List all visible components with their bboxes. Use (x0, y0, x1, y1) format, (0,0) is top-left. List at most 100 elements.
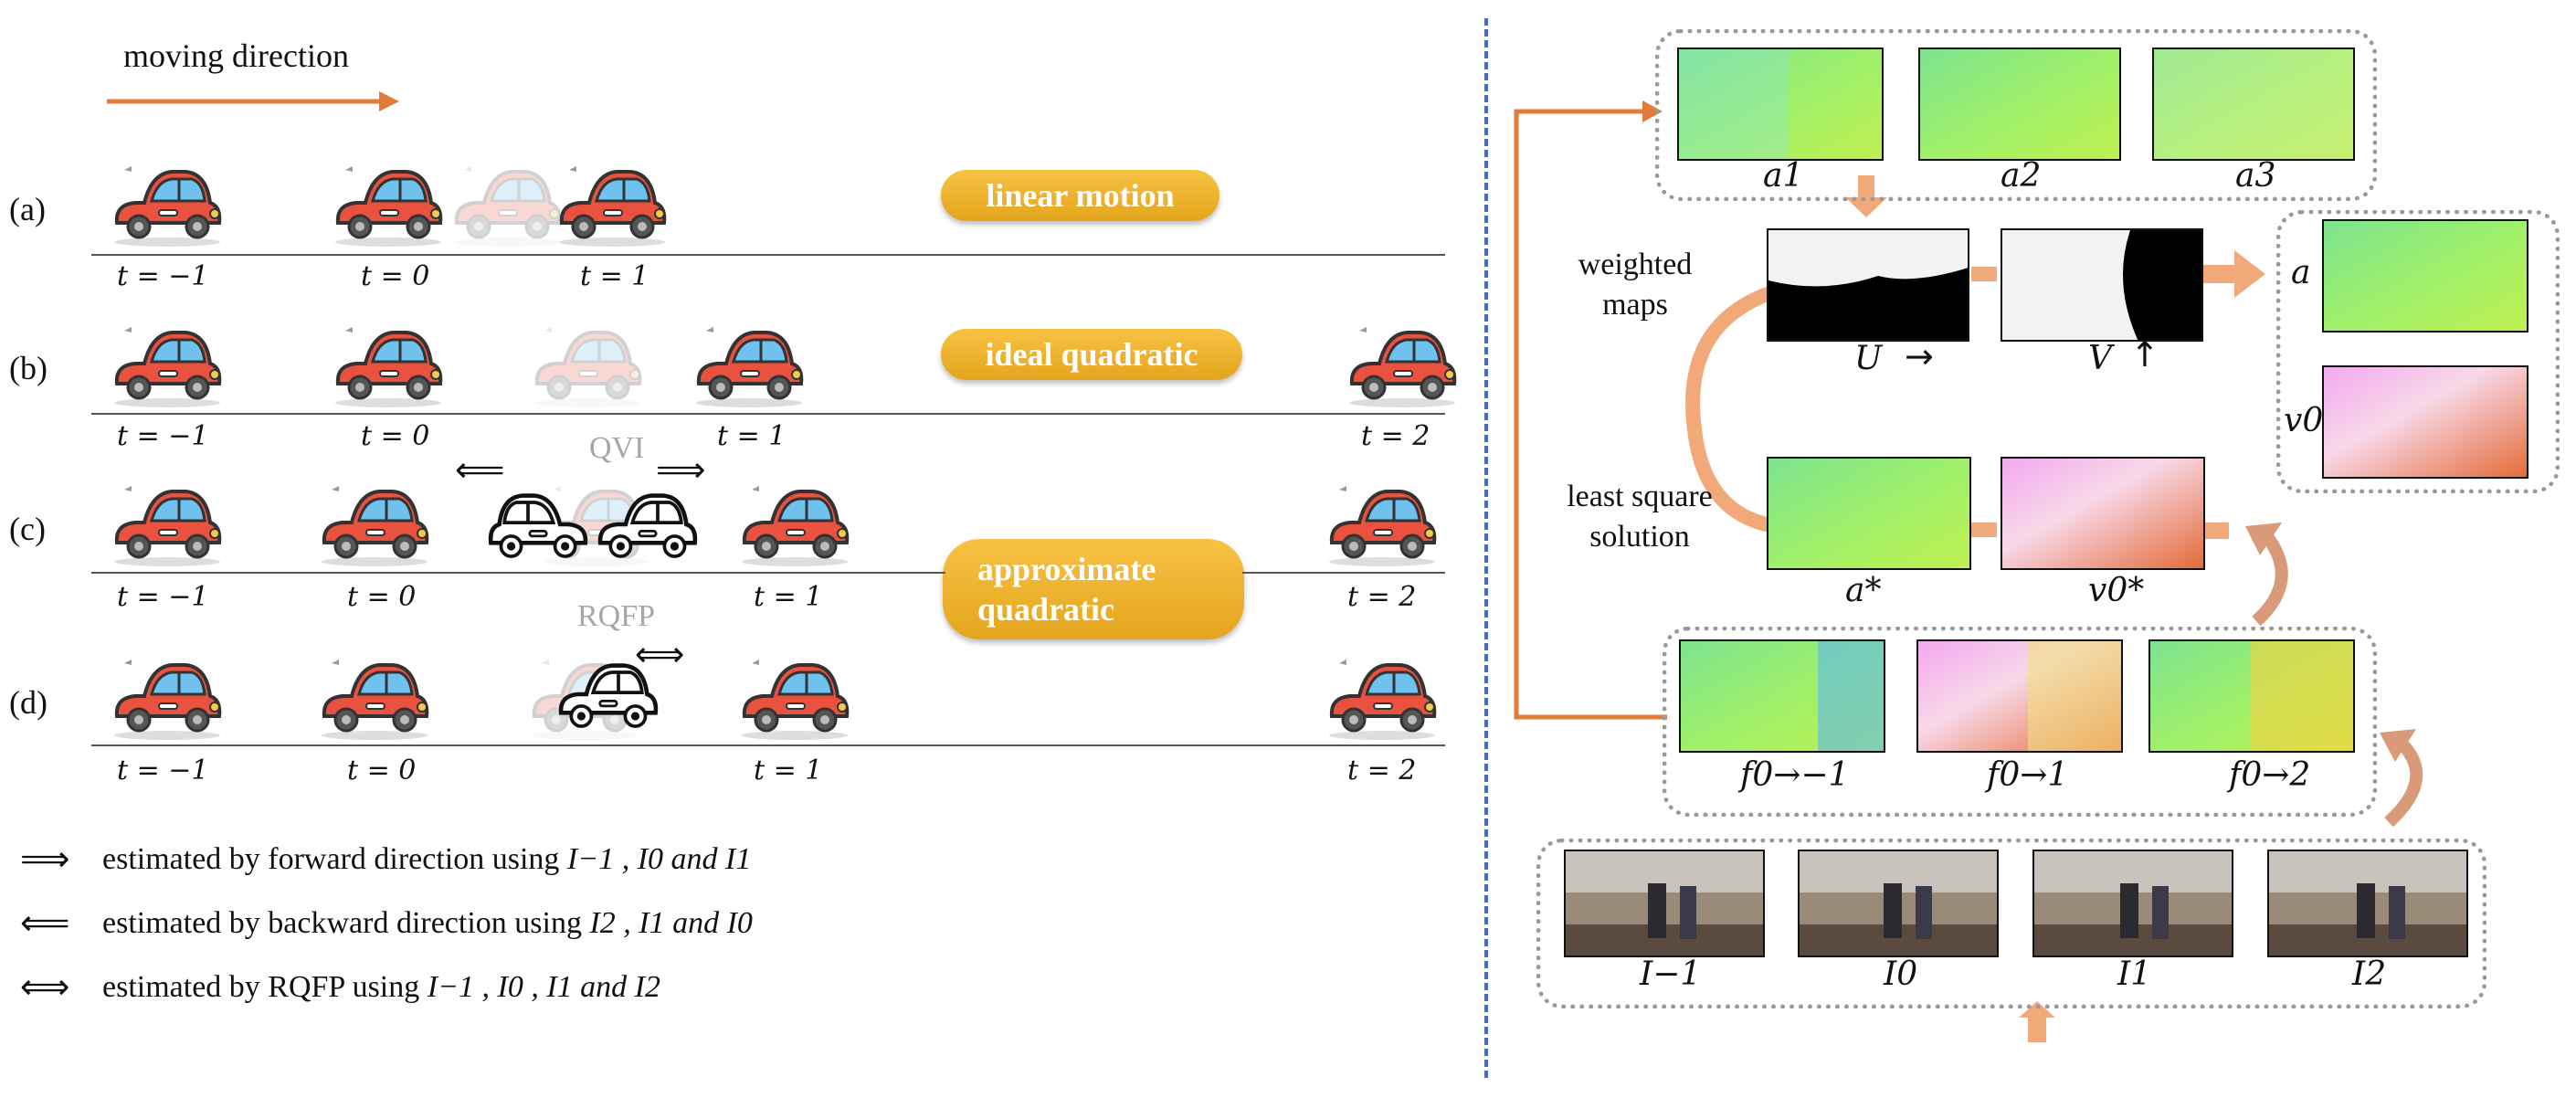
pill-line: quadratic (977, 591, 1115, 628)
car-icon (329, 157, 448, 248)
legend-text: estimated by backward direction using (102, 906, 582, 940)
caption-I0: I0 (1884, 955, 1918, 993)
flow-thumbnail (1677, 48, 1884, 161)
ghost-car-icon (528, 318, 647, 409)
time-label: t = 1 (717, 420, 787, 452)
car-icon (108, 318, 227, 409)
flow-thumbnail (2322, 365, 2528, 479)
car-icon (553, 157, 671, 248)
time-label: t = 2 (1361, 420, 1431, 452)
car-icon (1323, 477, 1441, 568)
flow-thumbnail (1918, 48, 2121, 161)
time-label: t = 0 (347, 581, 417, 613)
caption-v: V (2088, 340, 2112, 377)
car-icon (690, 318, 808, 409)
time-label: t = 1 (754, 755, 823, 787)
caption-f0-m1: f0→−1 (1740, 756, 1850, 794)
row-a-label: (a) (9, 191, 46, 227)
caption-I2: I2 (2352, 955, 2387, 993)
car-icon (315, 650, 434, 742)
flow-thumbnail (2152, 48, 2355, 161)
time-label: t = 2 (1347, 755, 1417, 787)
rqfp-tag: RQFP (577, 599, 656, 633)
car-icon (108, 477, 227, 568)
divider (91, 572, 945, 574)
time-label: t = −1 (117, 581, 209, 613)
backward-arrow-icon: ⟸ (455, 449, 505, 490)
frame-thumbnail (2032, 850, 2233, 957)
weight-map-u (1767, 228, 1969, 342)
pill-approximate-quadratic: approximate quadratic (943, 539, 1244, 639)
pill-linear-motion: linear motion (941, 170, 1219, 221)
connector-arrows (1514, 100, 2423, 1042)
time-label: t = 1 (754, 581, 823, 613)
forward-car-icon (592, 480, 702, 568)
row-b-label: (b) (9, 350, 48, 386)
caption-I-m1: I−1 (1640, 955, 1702, 993)
time-label: t = 0 (347, 755, 417, 787)
legend-item: estimated by forward direction using I−1… (102, 842, 751, 877)
caption-a3: a3 (2235, 157, 2276, 195)
car-icon (1323, 650, 1441, 742)
time-label: t = −1 (117, 260, 209, 292)
divider (1242, 572, 1445, 574)
arrow-up-icon: ↑ (2130, 334, 2159, 375)
legend-text: estimated by forward direction using (102, 842, 560, 876)
weight-map-v (2001, 228, 2203, 342)
caption-f0-2: f0→2 (2229, 756, 2311, 794)
time-label: t = 0 (361, 420, 430, 452)
time-label: t = 0 (361, 260, 430, 292)
flow-thumbnail (2322, 219, 2528, 333)
flow-thumbnail (2148, 639, 2355, 753)
legend-text: estimated by RQFP using (102, 970, 420, 1004)
caption-f0-1: f0→1 (1987, 756, 2069, 794)
frame-thumbnail (2267, 850, 2468, 957)
divider (91, 413, 1445, 415)
bidirectional-arrow-icon: ⟺ (20, 966, 70, 1007)
acceleration-group-box (1655, 29, 2377, 201)
time-label: t = −1 (117, 755, 209, 787)
qvi-tag: QVI (589, 431, 645, 465)
arrow-right-icon: → (1905, 336, 1934, 376)
frame-thumbnail (1564, 850, 1765, 957)
legend-item: estimated by RQFP using I−1 , I0 , I1 an… (102, 970, 660, 1005)
car-icon (108, 650, 227, 742)
caption-v0-star: v0* (2088, 572, 2145, 609)
divider (91, 254, 1445, 256)
time-label: t = −1 (117, 420, 209, 452)
legend-vars: I−1 , I0 and I1 (566, 842, 752, 876)
car-icon (329, 318, 448, 409)
backward-arrow-icon: ⟸ (20, 903, 70, 943)
legend-item: estimated by backward direction using I2… (102, 906, 753, 941)
car-icon (735, 650, 854, 742)
time-label: t = 2 (1347, 581, 1417, 613)
weighted-maps-label: weighted maps (1578, 248, 1693, 322)
car-icon (108, 157, 227, 248)
pill-line: approximate (977, 551, 1156, 587)
time-label: t = 1 (580, 260, 649, 292)
flow-thumbnail (1916, 639, 2123, 753)
frame-thumbnail (1798, 850, 1999, 957)
caption-a-star: a* (1845, 572, 1882, 609)
car-icon (1343, 318, 1462, 409)
caption-u: U (1854, 340, 1883, 377)
row-d-label: (d) (9, 684, 48, 721)
car-icon (735, 477, 854, 568)
caption-a: a (2291, 254, 2311, 291)
flow-thumbnail (1767, 457, 1971, 570)
caption-v0: v0 (2284, 402, 2324, 439)
car-icon (315, 477, 434, 568)
output-group-box (2276, 210, 2560, 493)
moving-direction-arrow (107, 91, 399, 111)
legend-vars: I2 , I1 and I0 (589, 906, 753, 940)
row-c-label: (c) (9, 511, 46, 547)
bidirectional-arrow-icon: ⟺ (635, 634, 685, 674)
ghost-car-icon (448, 157, 566, 248)
moving-direction-label: moving direction (123, 37, 349, 74)
forward-arrow-icon: ⟹ (656, 449, 706, 490)
frames-group-box (1536, 839, 2486, 1008)
forward-arrow-icon: ⟹ (20, 839, 70, 879)
divider (91, 744, 1445, 746)
pill-ideal-quadratic: ideal quadratic (941, 329, 1242, 380)
panel-divider (1484, 18, 1488, 1078)
